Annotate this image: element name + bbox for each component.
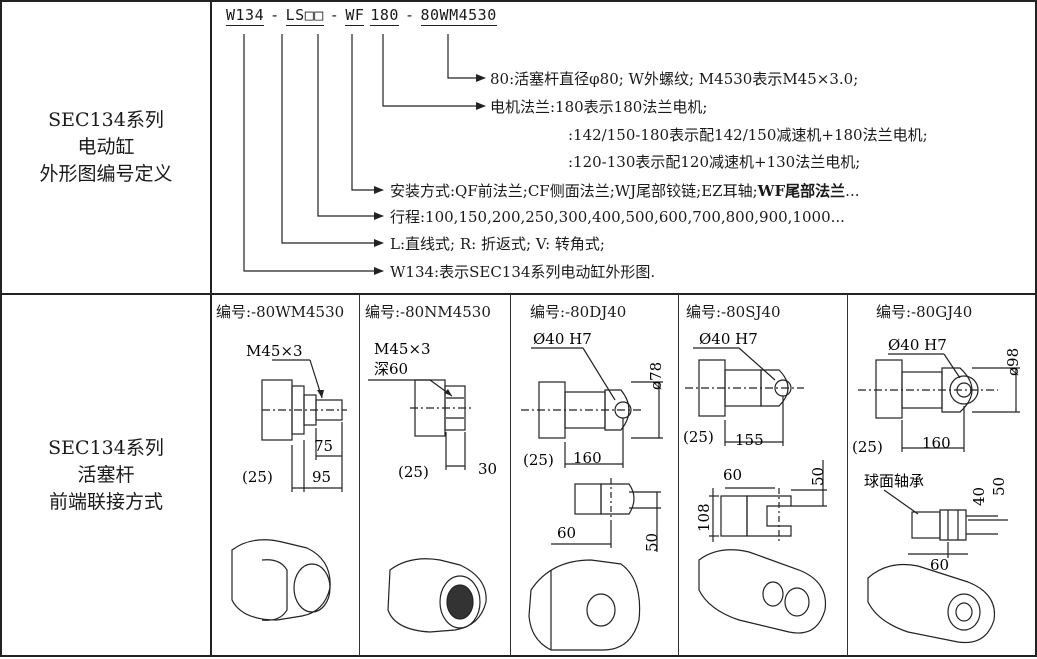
col3-bore-dim: Ø40 H7: [533, 330, 592, 348]
col2-depth-dim: 深60: [374, 360, 408, 378]
col5-dim-60: 60: [930, 556, 949, 574]
col2-title: 编号:-80NM4530: [365, 303, 491, 321]
code-part-type-stroke: LS□□: [285, 6, 324, 26]
col4-bore-dim: Ø40 H7: [699, 330, 758, 348]
col3-drawing: Ø40 H7 ø78 (25) 160 60 50: [521, 330, 665, 651]
col3-dim-160: 160: [573, 449, 602, 467]
code-separator: -: [270, 6, 280, 24]
col1-drawing: M45×3 75 (25) 95: [231, 342, 347, 621]
col1-thread-dim: M45×3: [246, 342, 303, 360]
desc-rod-thread: 80:活塞杆直径φ80; W外螺纹; M4530表示M45×3.0;: [490, 70, 859, 88]
col4-title: 编号:-80SJ40: [686, 303, 781, 321]
col4-dim-25: (25): [683, 428, 714, 446]
model-code: W134 - LS□□ - WF 180 - 80WM4530: [226, 6, 503, 26]
col5-bearing-label: 球面轴承: [864, 472, 924, 490]
table-border-bottom: [0, 655, 1037, 657]
table-border-right: [1035, 0, 1037, 657]
col5-dim-160: 160: [922, 434, 951, 452]
desc-stroke: 行程:100,150,200,250,300,400,500,600,700,8…: [390, 208, 845, 226]
col5-dim-50: 50: [990, 477, 1008, 496]
code-leader-lines: [243, 34, 486, 275]
col3-dia-dim: ø78: [647, 362, 665, 390]
col4-dim-155: 155: [735, 431, 764, 449]
col2-thread-dim: M45×3: [374, 340, 431, 358]
row2-label-line2: 活塞杆: [77, 463, 135, 486]
desc-flange-option-2: :120-130表示配120减速机+130法兰电机;: [568, 153, 861, 171]
col4-dim-108: 108: [695, 503, 713, 532]
col5-dia-dim: ø98: [1004, 348, 1022, 376]
col1-dim-95: 95: [312, 468, 331, 486]
col5-dim-40: 40: [970, 487, 988, 506]
table-border-top: [0, 0, 1037, 2]
table-row-divider: [0, 293, 1037, 295]
col2-dim-30: 30: [478, 460, 497, 478]
col3-title: 编号:-80DJ40: [530, 303, 627, 321]
col3-dim-25: (25): [523, 451, 554, 469]
table-label-divider: [210, 0, 212, 657]
col5-drawing: Ø40 H7 ø98 (25) 160 球面轴承 40 50 60: [852, 336, 1022, 644]
desc-mounting-text: 安装方式:QF前法兰;CF侧面法兰;WJ尾部铰链;EZ耳轴;: [390, 182, 758, 200]
col3-dim-60: 60: [557, 524, 576, 542]
col2-dim-25: (25): [398, 463, 429, 481]
desc-flange-option-1: :142/150-180表示配142/150减速机+180法兰电机;: [568, 126, 928, 144]
col5-dim-25: (25): [852, 438, 883, 456]
col2-drawing: M45×3 深60 (25) 30: [368, 340, 497, 633]
col4-drawing: Ø40 H7 (25) 155 60 50 108: [683, 330, 827, 634]
col1-dim-25: (25): [242, 468, 273, 486]
row1-label-line3: 外形图编号定义: [39, 163, 173, 185]
col5-title: 编号:-80GJ40: [876, 303, 973, 321]
table-border-left: [0, 0, 2, 657]
col4-dim-50: 50: [809, 467, 827, 486]
column-divider-3: [678, 294, 679, 656]
code-part-mount: WF: [345, 6, 365, 26]
code-part-flange: 180: [370, 6, 399, 26]
desc-series: W134:表示SEC134系列电动缸外形图.: [390, 263, 656, 281]
col1-title: 编号:-80WM4530: [216, 303, 345, 321]
row2-label-line1: SEC134系列: [48, 436, 164, 459]
col1-dim-75: 75: [314, 437, 333, 455]
row2-label-line3: 前端联接方式: [48, 490, 163, 513]
code-part-series: W134: [226, 6, 265, 26]
desc-type: L:直线式; R: 折返式; V: 转角式;: [390, 235, 605, 253]
row1-label: SEC134系列 电动缸 外形图编号定义: [2, 2, 210, 293]
row2-label: SEC134系列 活塞杆 前端联接方式: [2, 295, 210, 655]
code-separator: -: [329, 6, 340, 24]
code-part-rod: 80WM4530: [420, 6, 497, 26]
column-divider-1: [359, 294, 360, 656]
column-divider-2: [510, 294, 511, 656]
code-separator: -: [404, 6, 415, 24]
desc-mounting: 安装方式:QF前法兰;CF侧面法兰;WJ尾部铰链;EZ耳轴;WF尾部法兰...: [390, 180, 859, 201]
desc-mounting-ellipsis: ...: [845, 182, 860, 200]
col4-dim-60: 60: [723, 466, 742, 484]
desc-mounting-highlight: WF尾部法兰: [757, 182, 846, 200]
col3-dim-50: 50: [643, 533, 661, 552]
col5-bore-dim: Ø40 H7: [888, 336, 947, 354]
column-divider-4: [847, 294, 848, 656]
row1-label-line2: 电动缸: [77, 136, 135, 158]
row1-label-line1: SEC134系列: [48, 109, 164, 131]
desc-motor-flange: 电机法兰:180表示180法兰电机;: [490, 98, 708, 116]
